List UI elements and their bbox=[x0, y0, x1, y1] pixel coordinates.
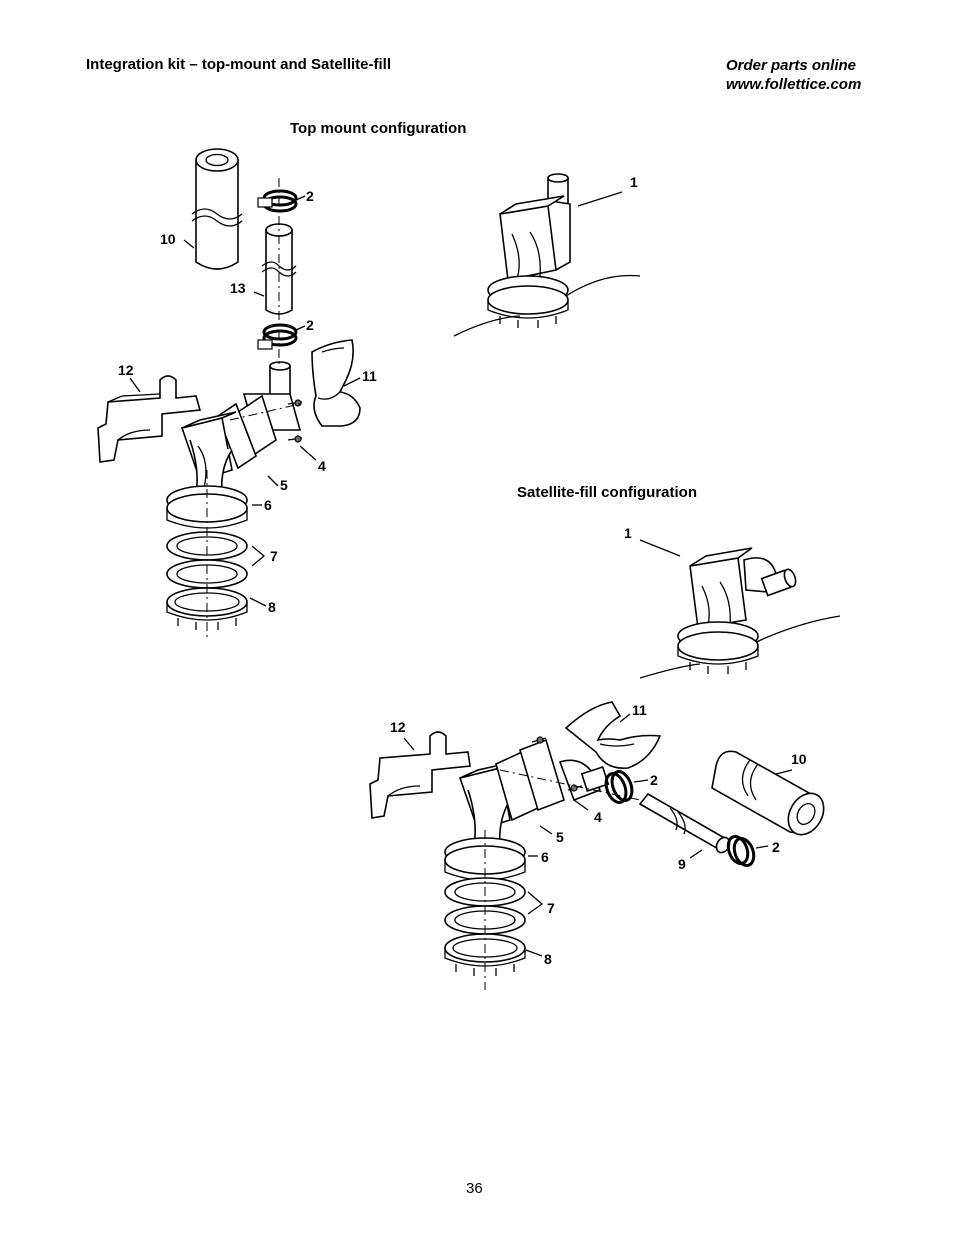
callout-6: 6 bbox=[541, 849, 549, 865]
callout-2: 2 bbox=[772, 839, 780, 855]
callout-11: 11 bbox=[362, 368, 377, 384]
part-8-locknut bbox=[166, 587, 248, 630]
page-number: 36 bbox=[466, 1180, 483, 1197]
centerline bbox=[499, 769, 641, 801]
part-2-hose-clamp bbox=[726, 834, 756, 868]
top-mount-assembled-view: 1 bbox=[453, 173, 641, 337]
satellite-assembled-view: 1 bbox=[624, 525, 841, 679]
part-9-small-tube bbox=[638, 792, 731, 854]
leader-lines bbox=[129, 195, 361, 607]
part-2-lower-hose-clamp bbox=[257, 323, 298, 350]
callout-12: 12 bbox=[390, 719, 406, 735]
callout-9: 9 bbox=[678, 856, 686, 872]
part-10-large-tube bbox=[711, 750, 825, 836]
callout-7: 7 bbox=[270, 548, 278, 564]
website-link[interactable]: www.follettice.com bbox=[726, 76, 862, 93]
part-5-gasket-plates bbox=[495, 738, 565, 822]
part-elbow bbox=[558, 759, 610, 802]
callout-2: 2 bbox=[306, 188, 314, 204]
callout-5: 5 bbox=[556, 829, 564, 845]
callout-8: 8 bbox=[544, 951, 552, 967]
callout-7: 7 bbox=[547, 900, 555, 916]
callout-4: 4 bbox=[594, 809, 602, 825]
part-12-insulation-half bbox=[97, 375, 202, 463]
callout-4: 4 bbox=[318, 458, 326, 474]
callout-8: 8 bbox=[268, 599, 276, 615]
top-mount-title: Top mount configuration bbox=[290, 120, 467, 137]
part-elbow-assembly bbox=[217, 361, 302, 470]
callout-6: 6 bbox=[264, 497, 272, 513]
satellite-exploded-view: 12 11 10 2 4 5 6 9 2 7 8 bbox=[369, 701, 825, 990]
callout-1: 1 bbox=[624, 525, 632, 541]
callout-2: 2 bbox=[306, 317, 314, 333]
part-11-insulation-half bbox=[311, 339, 361, 427]
part-11-insulation-half bbox=[564, 701, 662, 769]
page-header-title: Integration kit – top-mount and Satellit… bbox=[86, 56, 392, 73]
satellite-fill-title: Satellite-fill configuration bbox=[517, 484, 698, 501]
callout-5: 5 bbox=[280, 477, 288, 493]
top-mount-exploded-view: 2 10 13 2 11 12 4 5 6 7 8 bbox=[97, 148, 377, 640]
part-12-insulation-half bbox=[369, 731, 471, 819]
part-2-hose-clamp bbox=[604, 770, 634, 804]
leader-lines bbox=[403, 713, 793, 957]
callout-11: 11 bbox=[632, 702, 647, 718]
part-10-large-tube bbox=[191, 148, 243, 270]
part-body-housing bbox=[444, 761, 526, 881]
callout-2: 2 bbox=[650, 772, 658, 788]
callout-12: 12 bbox=[118, 362, 134, 378]
callout-10: 10 bbox=[160, 231, 176, 247]
callout-13: 13 bbox=[230, 280, 246, 296]
callout-1: 1 bbox=[630, 174, 638, 190]
order-info: Order parts online www.follettice.com bbox=[726, 56, 861, 94]
part-13-small-tube bbox=[261, 223, 297, 315]
callout-10: 10 bbox=[791, 751, 807, 767]
order-online-text: Order parts online bbox=[726, 57, 857, 74]
part-2-upper-hose-clamp bbox=[257, 189, 298, 213]
centerline bbox=[229, 403, 301, 421]
